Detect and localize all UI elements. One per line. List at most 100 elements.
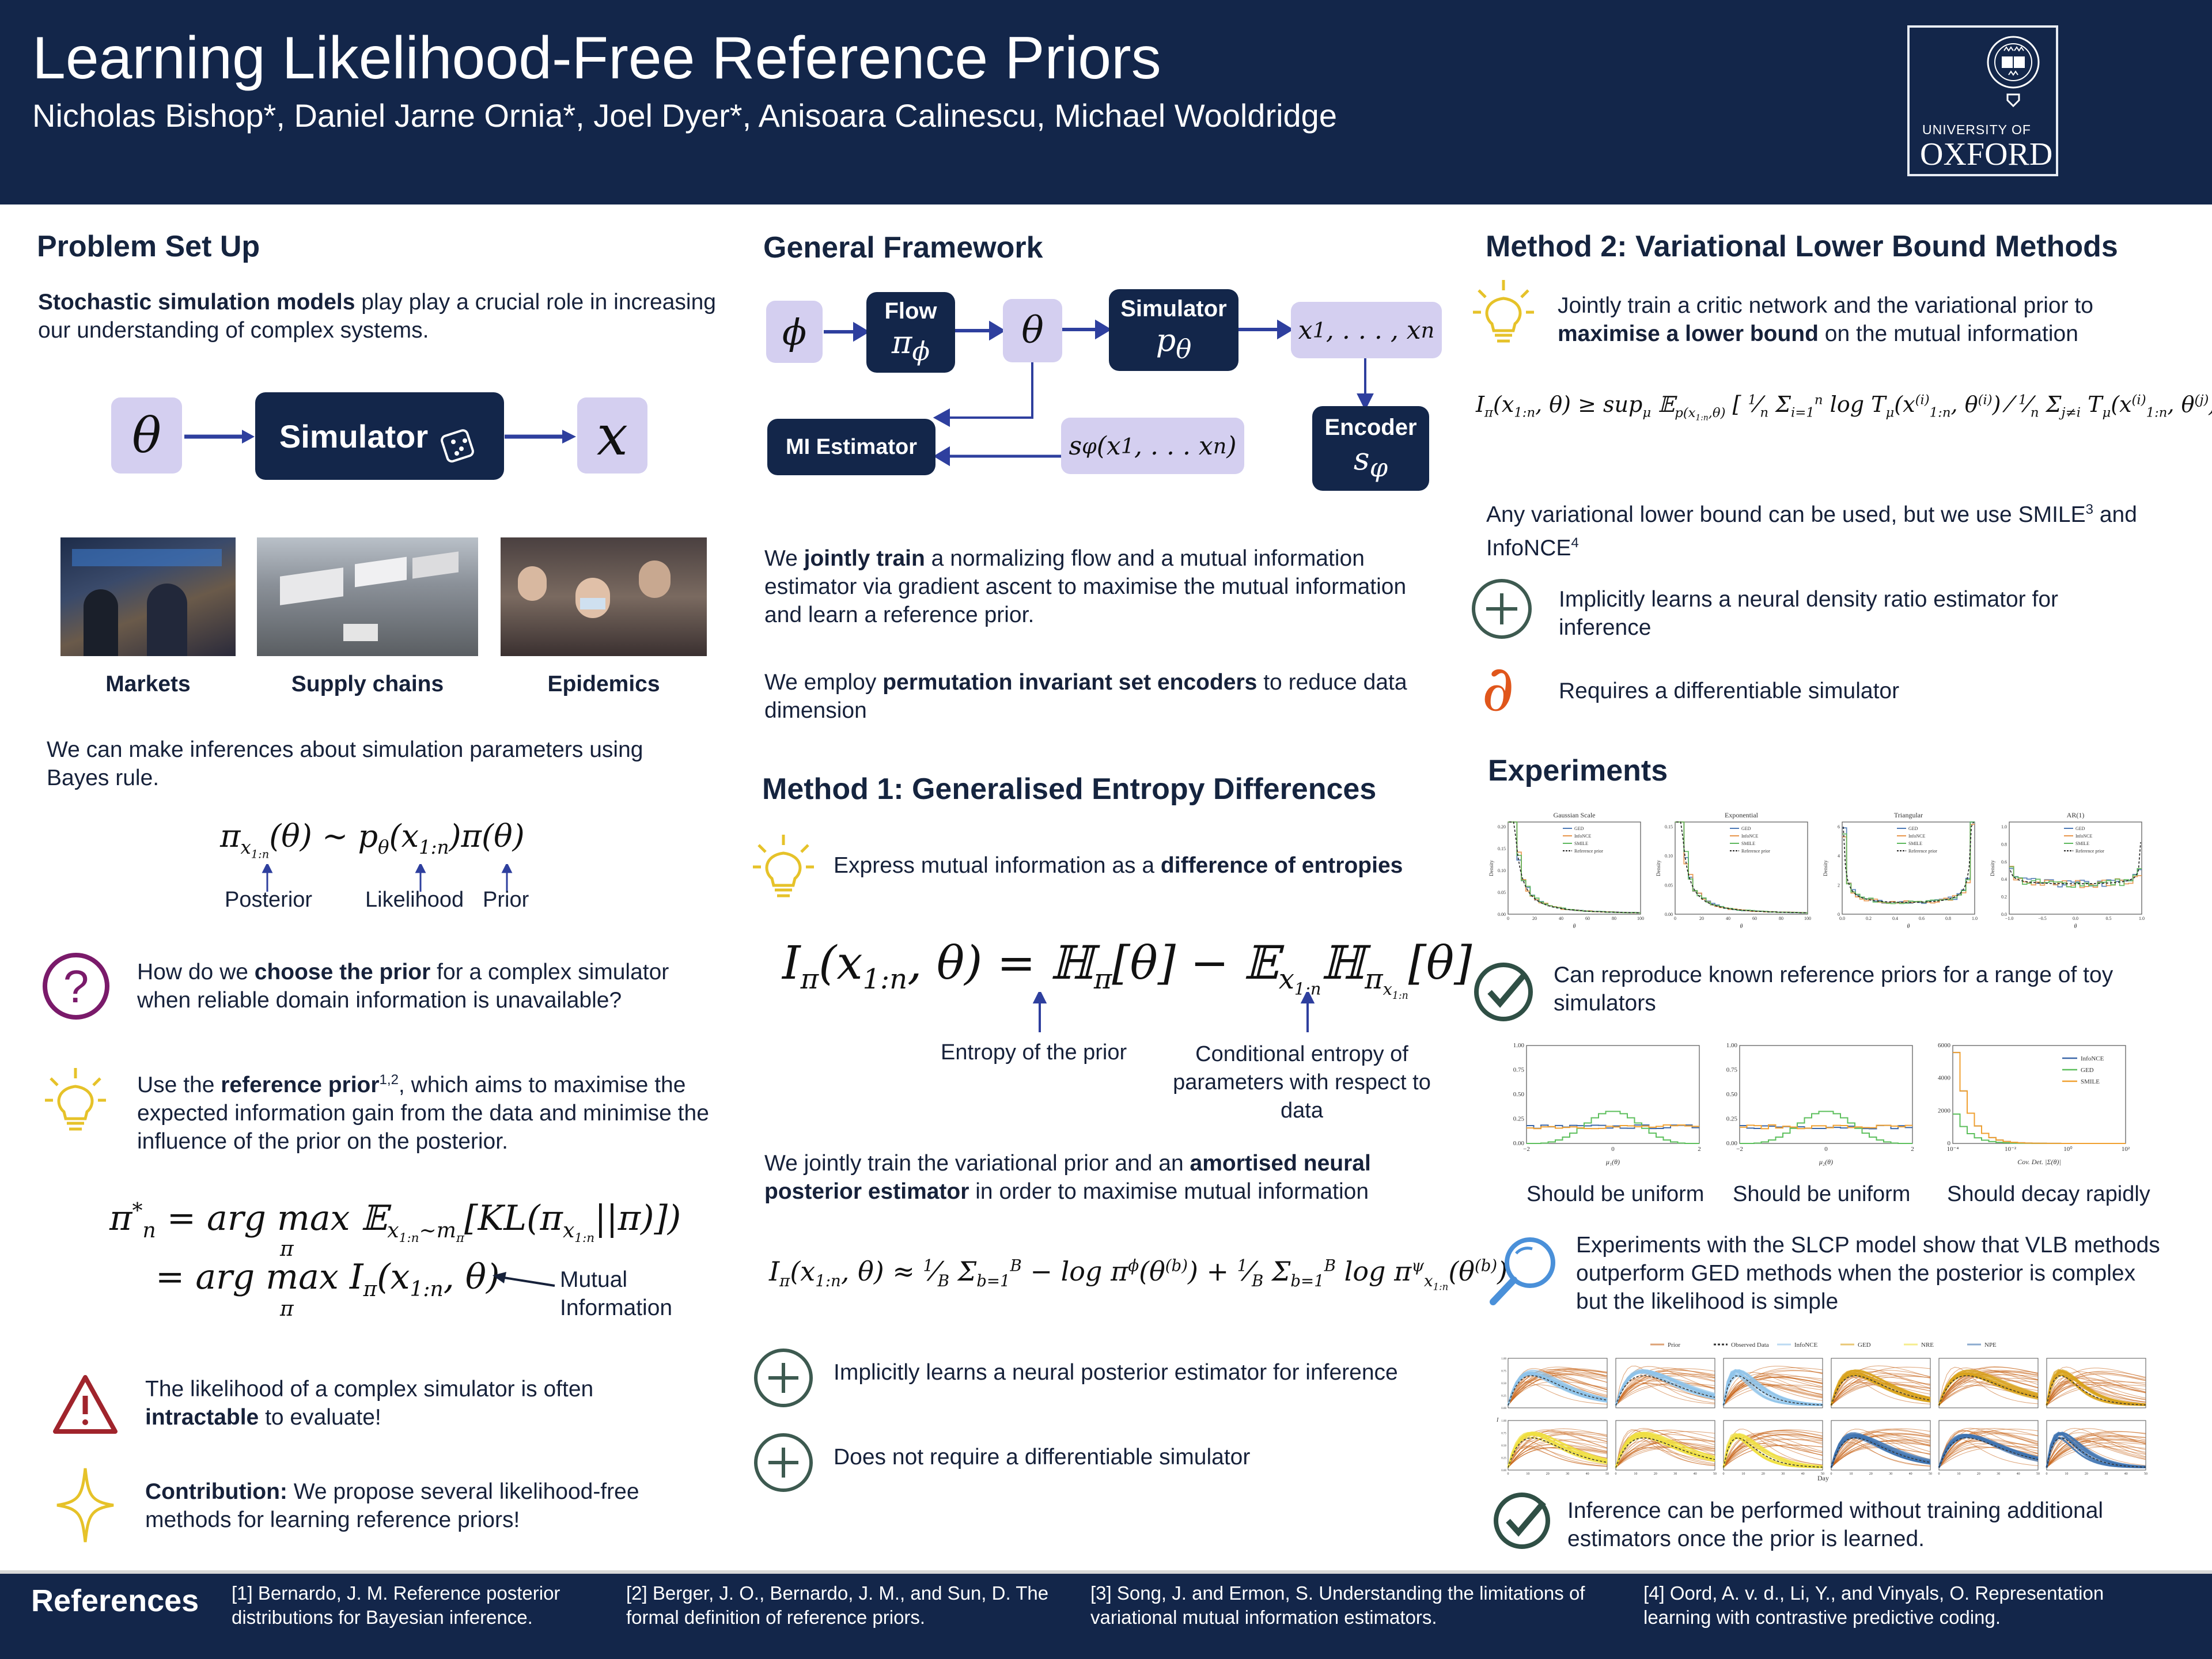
legend-label: Observed Data <box>1731 1342 1769 1349</box>
x-tick-label: 100 <box>1637 916 1644 921</box>
prior-curve <box>1723 1374 1823 1406</box>
x-tick-label: 10⁻⁴ <box>1947 1146 1959 1153</box>
x-axis-label: θ <box>1907 923 1910 930</box>
intro-bold: Stochastic simulation models <box>38 290 355 315</box>
prior-curve <box>2046 1442 2146 1468</box>
x-tick-label: −2 <box>1523 1146 1530 1153</box>
prior-curve <box>1723 1367 1823 1406</box>
legend-label: InfoNCE <box>1741 834 1758 839</box>
posterior-curve-npe <box>1830 1433 1931 1468</box>
prior-curve <box>2046 1431 2146 1468</box>
flow-label: Flow <box>884 298 937 324</box>
logo-text-university: UNIVERSITY OF <box>1922 122 2031 137</box>
prior-curve <box>2046 1380 2146 1406</box>
observed-data-curve <box>1615 1375 1715 1406</box>
x-tick-label: 0.6 <box>1919 916 1925 921</box>
bayes-equation: πx1:n(θ) ∼ pθ(x1:n)π(θ) <box>220 818 525 861</box>
x-tick-label: 0.8 <box>1945 916 1951 921</box>
prior-curve <box>1508 1366 1608 1406</box>
legend-label: GED <box>1858 1342 1871 1349</box>
prior-curve <box>1508 1434 1608 1468</box>
x-tick-label: 0 <box>1824 1146 1828 1153</box>
x-tick-label: 2 <box>1911 1146 1914 1153</box>
y-tick-label: 0.25 <box>1501 1457 1506 1460</box>
legend-label: GED <box>1741 826 1751 831</box>
posterior-curve-infonce <box>1507 1369 1608 1406</box>
x-tick-label: 0 <box>1507 916 1509 921</box>
caption-uniform-2: Should be uniform <box>1733 1182 1911 1206</box>
plus-circle-icon <box>1472 579 1532 639</box>
ref-bold: reference prior <box>221 1073 380 1097</box>
prior-curve <box>2046 1377 2146 1406</box>
prior-curve <box>1615 1379 1715 1406</box>
caption-markets: Markets <box>105 672 191 696</box>
prior-curve <box>1508 1440 1608 1468</box>
observed-data-curve <box>1938 1437 2039 1468</box>
prior-curve <box>1508 1373 1608 1406</box>
x-tick-label: 40 <box>2017 1472 2020 1476</box>
label-likelihood: Likelihood <box>365 888 464 912</box>
entropy-equation: Iπ(x1:n, θ) = ℍπ[θ] − 𝔼x1:nℍπx1:n[θ] <box>782 936 1472 1002</box>
c-rest: We propose several likelihood-free metho… <box>145 1479 639 1532</box>
prior-curve <box>1508 1430 1608 1468</box>
prior-curve <box>1723 1366 1823 1406</box>
poster-title: Learning Likelihood-Free Reference Prior… <box>32 25 1161 92</box>
x-tick-label: 0 <box>2046 1472 2048 1476</box>
slcp-text: Experiments with the SLCP model show tha… <box>1576 1233 2160 1314</box>
sparkle-icon <box>56 1468 114 1543</box>
w-rest: to evaluate! <box>259 1405 381 1430</box>
legend-label: InfoNCE <box>1908 834 1925 839</box>
check-circle-icon <box>1474 963 1533 1021</box>
method1-text: We jointly train the variational prior a… <box>764 1149 1427 1206</box>
prior-curve <box>1615 1370 1715 1406</box>
y-tick-label: 0.50 <box>1501 1445 1506 1448</box>
x-tick-label: −2 <box>1736 1146 1743 1153</box>
prior-curve <box>1615 1373 1715 1406</box>
x-tick-label: 10 <box>1634 1472 1637 1476</box>
x-axis-label: μ₂(θ) <box>1819 1158 1833 1166</box>
c-bold: Contribution: <box>145 1479 287 1504</box>
legend-label: InfoNCE <box>2081 1055 2104 1062</box>
legend-label: InfoNCE <box>1794 1342 1818 1349</box>
legend-label: GED <box>1908 826 1918 831</box>
prior-curve <box>2046 1435 2146 1468</box>
reference-2: [2] Berger, J. O., Bernardo, J. M., and … <box>626 1582 1049 1628</box>
x-tick-label: 30 <box>1889 1472 1892 1476</box>
method2-idea: Jointly train a critic network and the v… <box>1558 291 2168 348</box>
x-tick-label: 10⁰ <box>2063 1146 2073 1153</box>
question-icon: ? <box>43 953 109 1020</box>
posterior-curve-npe <box>1830 1432 1931 1468</box>
posterior-curve-infonce <box>1507 1374 1608 1406</box>
simulator-label: Simulator <box>279 418 429 454</box>
posterior-curve-npe <box>2046 1437 2146 1468</box>
f2-pre: We employ <box>764 670 883 695</box>
prior-curve <box>2046 1446 2146 1468</box>
reference-prior-eq-line2: = arg max Iπ(x1:n, θ) <box>156 1257 500 1301</box>
x-tick-label: 20 <box>1699 916 1704 921</box>
prior-curve <box>1508 1437 1608 1468</box>
caption-epidemics: Epidemics <box>547 672 660 696</box>
supply-chains-image <box>257 537 478 656</box>
prior-curve <box>2046 1373 2146 1406</box>
posterior-curve-ged <box>1938 1370 2039 1406</box>
m1p-bold: amortised neural posterior estimator <box>764 1151 1371 1204</box>
plot-frame <box>1842 821 1975 915</box>
references-bar <box>0 1570 2212 1659</box>
x-axis-label: θ <box>1740 923 1743 930</box>
any-text: Any variational lower bound can be used,… <box>1486 502 2086 527</box>
method2-pro: Implicitly learns a neural density ratio… <box>1559 587 2059 640</box>
legend-label: InfoNCE <box>1574 834 1591 839</box>
histogram-smile <box>1527 1124 1699 1130</box>
y-tick-label: 0.00 <box>1501 1407 1506 1410</box>
x-tick-label: 10² <box>2122 1146 2130 1153</box>
prior-curve <box>1938 1370 2039 1406</box>
prior-curve <box>1615 1430 1715 1468</box>
entropy-arrows <box>1032 992 1315 1032</box>
mi-estimator-node: MI Estimator <box>767 419 935 475</box>
observed-data-curve <box>1723 1375 1823 1406</box>
method1-pro-1: Implicitly learns a neural posterior est… <box>834 1360 1398 1385</box>
posterior-curve-ged <box>2046 1370 2146 1406</box>
